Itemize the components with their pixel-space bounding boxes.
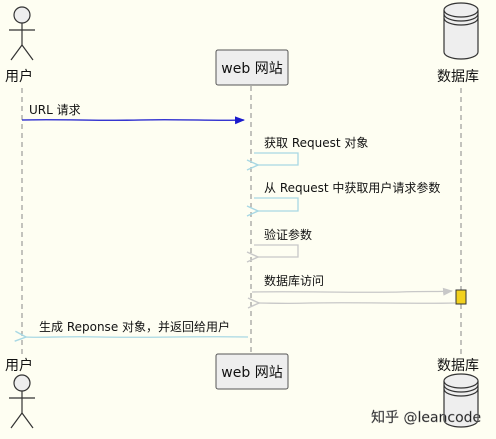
participant-label: web 网站 (221, 61, 282, 77)
message-get-params: 从 Request 中获取用户请求参数 (254, 180, 440, 211)
actor-user-bottom: 用户 (5, 357, 35, 429)
message-arrow (26, 337, 249, 338)
message-arrow (254, 244, 299, 257)
participant-db-top: 数据库 (437, 2, 479, 85)
message-label: URL 请求 (29, 103, 81, 117)
message-arrow (21, 116, 245, 125)
participant-web-top: web 网站 (215, 49, 289, 86)
participant-label: 用户 (5, 357, 33, 374)
participant-label: 数据库 (437, 69, 479, 85)
watermark: 知乎 @leancode (371, 409, 481, 426)
participant-label: web 网站 (221, 365, 282, 381)
database-icon (443, 2, 479, 60)
message-label: 验证参数 (264, 227, 312, 242)
message-label: 数据库访问 (264, 273, 324, 288)
message-arrow (251, 287, 453, 296)
message-label: 从 Request 中获取用户请求参数 (264, 180, 440, 195)
message-label: 生成 Reponse 对象，并返回给用户 (39, 319, 230, 334)
participant-box (215, 49, 289, 86)
message-db-return (259, 303, 456, 304)
message-db-access: 数据库访问 (251, 273, 453, 296)
participant-db-bottom: 数据库 (437, 358, 479, 428)
database-icon (443, 373, 479, 428)
message-return-response: 生成 Reponse 对象，并返回给用户 (26, 319, 249, 338)
message-label: 获取 Request 对象 (264, 136, 368, 150)
message-url-request: URL 请求 (21, 103, 245, 125)
participant-box (215, 353, 289, 390)
actor-icon (9, 374, 35, 429)
participant-web-bottom: web 网站 (215, 353, 289, 390)
participant-label: 用户 (5, 68, 33, 85)
actor-user-top: 用户 (5, 6, 35, 85)
message-validate-params: 验证参数 (254, 227, 312, 257)
message-get-request: 获取 Request 对象 (254, 136, 368, 165)
participant-label: 数据库 (437, 358, 479, 374)
activation-bar (455, 289, 467, 305)
message-arrow (259, 303, 456, 304)
message-arrow (254, 152, 299, 165)
actor-icon (9, 6, 35, 61)
message-arrow (254, 197, 299, 211)
lifelines (21, 86, 462, 356)
